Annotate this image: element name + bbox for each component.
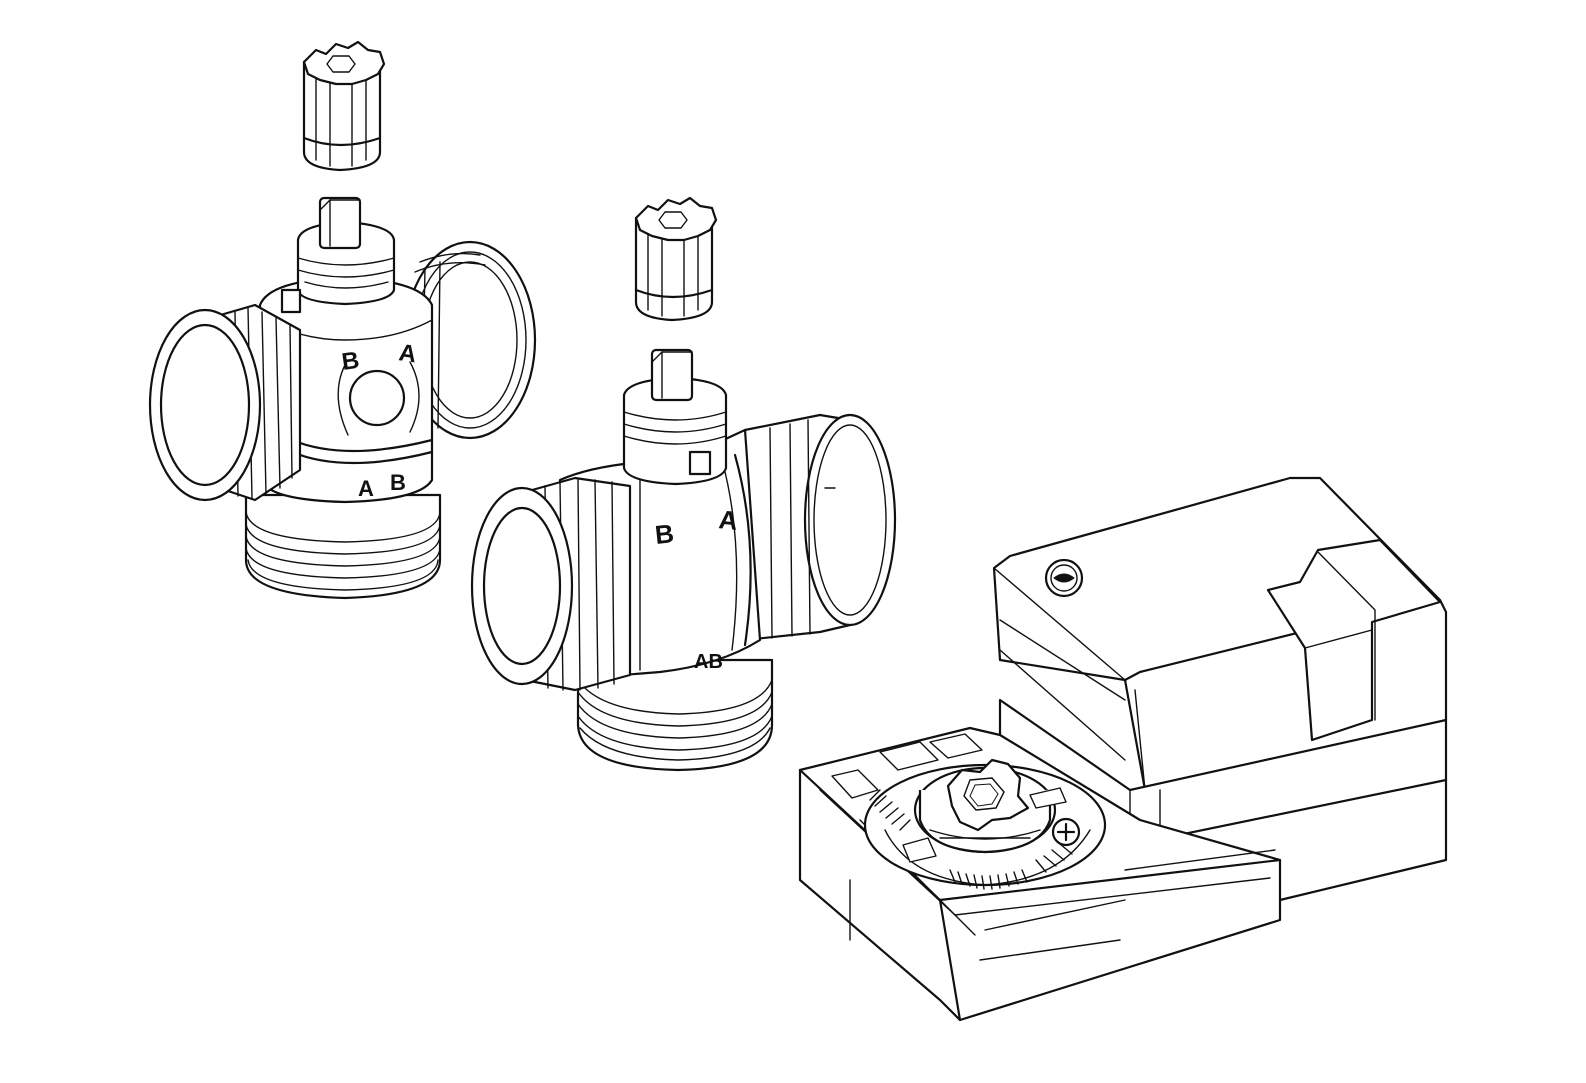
valve-left-stem — [280, 196, 396, 314]
valve-right-right-port — [743, 413, 897, 642]
label-left-a: A — [397, 339, 418, 368]
valve-right-adapter — [634, 196, 718, 322]
label-right-a: A — [717, 504, 739, 536]
valve-right: B A AB — [470, 196, 897, 772]
label-right-b: B — [653, 518, 675, 550]
dial-tick-marks — [869, 789, 1073, 890]
valve-left-adapter — [302, 40, 386, 172]
valve-left-bottom-port — [244, 493, 442, 600]
valve-right-left-port — [470, 476, 632, 692]
valve-left-right-port — [403, 240, 537, 440]
valve-left-left-port — [148, 303, 302, 502]
valve-left-labels: B A A B — [340, 339, 418, 501]
actuator-dial — [863, 758, 1107, 890]
label-left-b: B — [340, 347, 361, 376]
actuator — [798, 476, 1448, 1022]
valve-right-bottom-port — [576, 658, 774, 772]
label-left-ab-b: B — [390, 470, 406, 495]
screw-icon — [1051, 817, 1081, 847]
label-left-ab-a: A — [358, 476, 374, 501]
hex-socket-knob-icon — [946, 758, 1030, 832]
label-right-ab: AB — [694, 651, 723, 673]
valve-right-stem — [622, 348, 728, 486]
actuator-upper-housing — [992, 476, 1448, 802]
valve-left: B A A B — [148, 40, 537, 600]
valve-right-labels: B A AB — [653, 504, 739, 673]
